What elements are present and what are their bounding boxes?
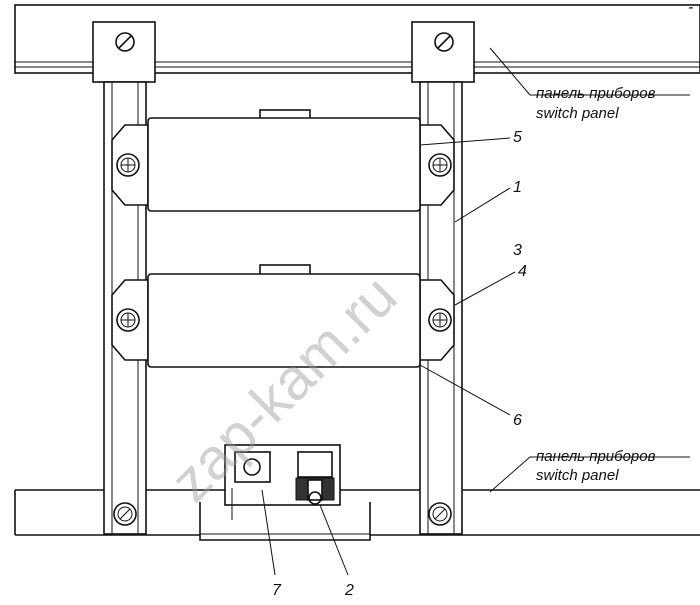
screw-upper-right: [428, 153, 452, 177]
screw-top-left: [115, 32, 135, 52]
corner-mark: -: [688, 0, 693, 16]
screw-lower-left: [116, 308, 140, 332]
screw-bottom-left: [113, 502, 137, 526]
panel-label-top-ru: панель приборов: [536, 85, 656, 102]
leader-lines: [261, 47, 690, 576]
callout-5: 5: [513, 129, 522, 146]
screw-lower-right: [428, 308, 452, 332]
callout-1: 1: [513, 179, 522, 196]
right-bracket: [411, 21, 475, 535]
callout-6: 6: [513, 412, 522, 429]
panel-label-top-en: switch panel: [536, 105, 619, 122]
bolt-connector: [308, 491, 322, 505]
lower-module: [111, 264, 455, 368]
screw-top-right: [434, 32, 454, 52]
left-bracket: [92, 21, 156, 535]
callout-4: 4: [518, 263, 527, 280]
upper-module: [111, 109, 455, 212]
callout-7: 7: [272, 582, 282, 599]
screw-bottom-right: [428, 502, 452, 526]
screw-upper-left: [116, 153, 140, 177]
panel-label-bottom-en: switch panel: [536, 467, 619, 484]
callout-3: 3: [513, 242, 522, 259]
panel-label-bottom-ru: панель приборов: [536, 448, 656, 465]
callout-2: 2: [344, 582, 354, 599]
